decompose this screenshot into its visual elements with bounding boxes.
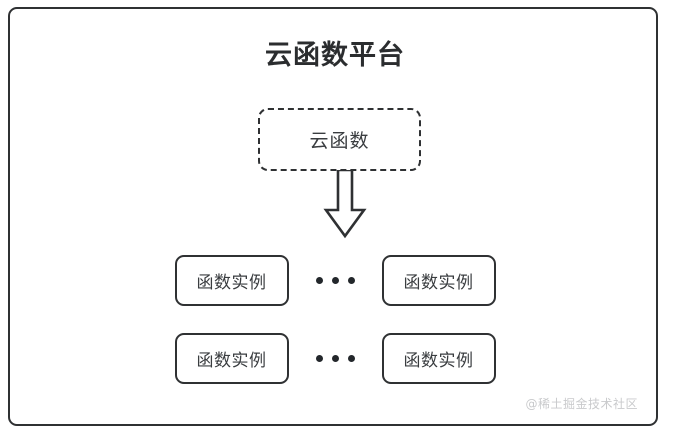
function-instance-label: 函数实例 (196, 350, 267, 371)
ellipsis-dot (347, 276, 355, 284)
function-instance-box: 函数实例 (174, 332, 289, 384)
instance-row: 函数实例 函数实例 (10, 254, 660, 306)
function-instance-box: 函数实例 (381, 254, 496, 306)
down-arrow-icon (323, 170, 367, 239)
function-instance-box: 函数实例 (174, 254, 289, 306)
function-instance-label: 函数实例 (196, 272, 267, 293)
page-title: 云函数平台 (265, 40, 405, 71)
cloud-function-platform-container: 云函数平台 云函数 函数实例 函数实例 函数实例 函数实例 @稀土掘 (8, 7, 658, 426)
ellipsis-dot (331, 354, 339, 362)
cloud-function-node: 云函数 (258, 108, 421, 171)
function-instance-label: 函数实例 (403, 350, 474, 371)
ellipsis-dot (315, 276, 323, 284)
cloud-function-label: 云函数 (309, 130, 370, 152)
ellipsis-indicator (289, 354, 382, 362)
ellipsis-dot (331, 276, 339, 284)
function-instance-box: 函数实例 (381, 332, 496, 384)
ellipsis-indicator (289, 276, 382, 284)
ellipsis-dot (315, 354, 323, 362)
function-instance-label: 函数实例 (403, 272, 474, 293)
ellipsis-dot (347, 354, 355, 362)
instance-row: 函数实例 函数实例 (10, 332, 660, 384)
watermark: @稀土掘金技术社区 (525, 397, 638, 411)
